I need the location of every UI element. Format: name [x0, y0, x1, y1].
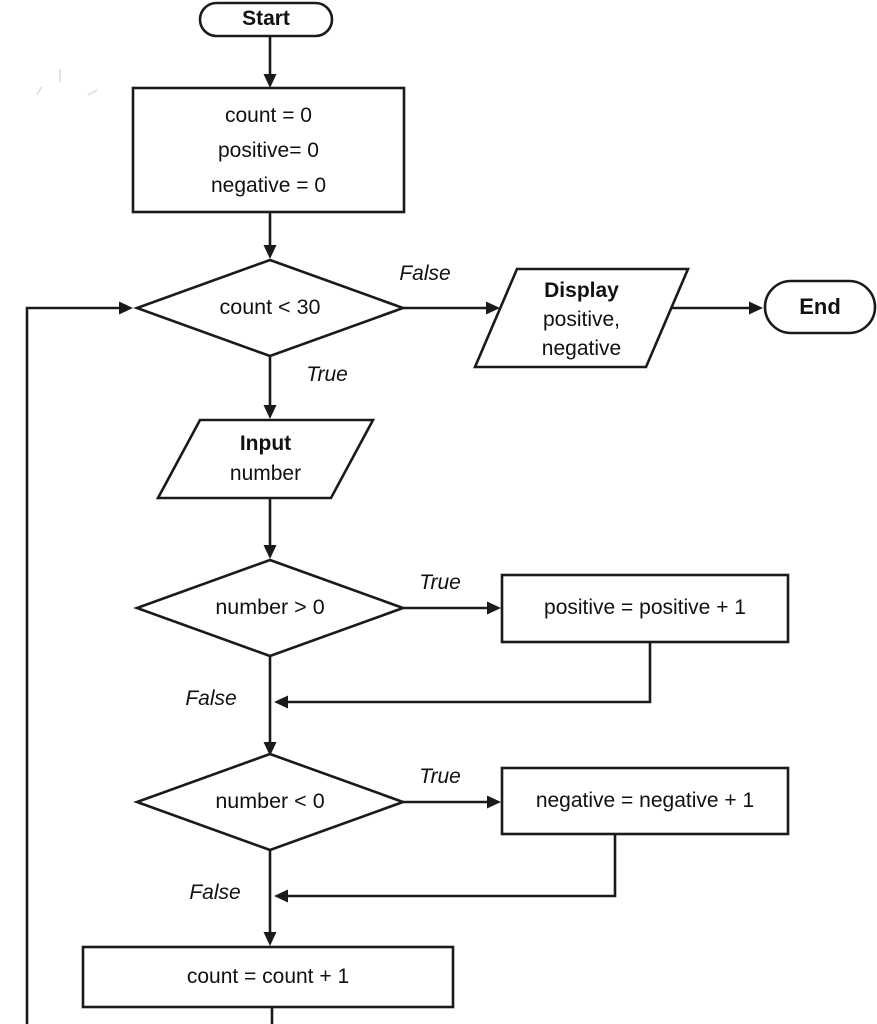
display-text: Display positive, negative: [475, 271, 688, 368]
edge-label-positive-false: False: [185, 687, 237, 710]
loop-condition-diamond: [133, 258, 407, 358]
arrowhead-into-inccount: [263, 932, 277, 946]
arrowhead-into-incpositive: [487, 601, 501, 615]
increment-negative-shape: [500, 766, 790, 836]
display-line-2: negative: [541, 337, 622, 360]
check-positive-diamond: [133, 558, 407, 658]
arrowhead-into-checkpositive: [263, 545, 277, 559]
input-line-1: number: [229, 462, 302, 485]
check-negative-diamond: [133, 752, 407, 852]
arrowhead-merge-negative: [274, 889, 288, 903]
start-terminal-shape: [198, 1, 334, 38]
edge-label-loop-false: False: [399, 262, 451, 285]
increment-negative-label: negative = negative + 1: [535, 788, 755, 812]
end-terminal-shape: [763, 279, 877, 335]
increment-positive-shape: [500, 573, 790, 644]
init-process-shape: [131, 86, 406, 214]
edge-incpositive-merge: [288, 642, 652, 704]
arrowhead-merge-positive: [274, 695, 288, 709]
increment-count-shape: [81, 945, 455, 1009]
arrowhead-into-incnegative: [487, 795, 501, 809]
start-label: Start: [242, 7, 290, 31]
arrowhead-into-display: [486, 301, 500, 315]
display-parallelogram: [473, 267, 690, 369]
arrowhead-into-input: [263, 405, 277, 419]
edge-label-negative-false: False: [189, 881, 241, 904]
edge-incnegative-merge: [288, 834, 617, 898]
init-line-1: count = 0: [225, 103, 312, 127]
init-line-3: negative = 0: [210, 173, 326, 197]
arrowhead-into-end: [749, 301, 763, 315]
scan-artifact-mark: [87, 89, 98, 96]
edge-label-loop-true: True: [306, 363, 348, 386]
edge-loopback: [25, 306, 120, 1024]
check-positive-label: number > 0: [215, 595, 325, 620]
display-line-1: positive,: [542, 308, 621, 331]
increment-positive-label: positive = positive + 1: [544, 596, 746, 620]
edge-label-positive-true: True: [419, 571, 461, 594]
arrowhead-into-checknegative: [263, 742, 277, 756]
init-line-2: positive= 0: [218, 138, 319, 162]
arrowhead-into-loopcond: [263, 245, 277, 259]
loop-condition-label: count < 30: [219, 295, 321, 320]
increment-count-label: count = count + 1: [186, 964, 350, 988]
end-label: End: [799, 294, 841, 320]
arrowhead-into-init: [263, 74, 277, 88]
display-title: Display: [544, 279, 619, 302]
input-parallelogram: [155, 418, 376, 500]
input-title: Input: [239, 432, 292, 455]
arrowhead-loopback-into-loopcond: [119, 301, 133, 315]
check-negative-label: number < 0: [215, 789, 325, 814]
edge-label-negative-true: True: [419, 765, 461, 788]
init-process-text: count = 0 positive= 0 negative = 0: [133, 88, 404, 212]
input-text: Input number: [158, 420, 373, 498]
scan-artifact-mark: [36, 86, 43, 96]
